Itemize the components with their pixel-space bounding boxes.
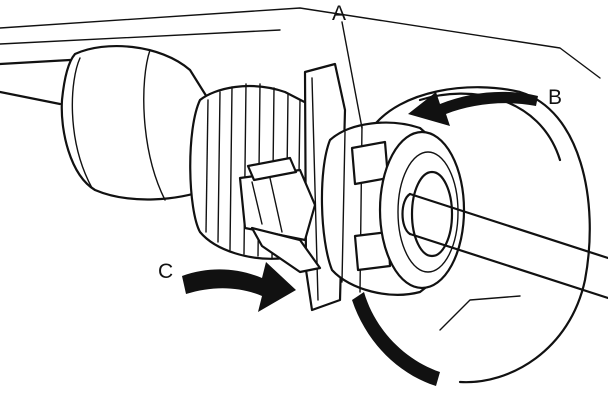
- arrow-lower-curve: [352, 292, 440, 386]
- hose: [0, 45, 217, 201]
- mounting-bracket: [0, 7, 601, 331]
- arrow-b: [408, 91, 538, 126]
- retaining-clip: [238, 62, 347, 312]
- callout-a: A: [332, 2, 346, 25]
- pipe: [401, 192, 608, 300]
- bore-rings: [378, 130, 466, 290]
- callout-c: C: [158, 260, 173, 283]
- arrow-c: [182, 262, 296, 312]
- leader-a: [341, 21, 363, 129]
- callout-b: B: [548, 86, 562, 109]
